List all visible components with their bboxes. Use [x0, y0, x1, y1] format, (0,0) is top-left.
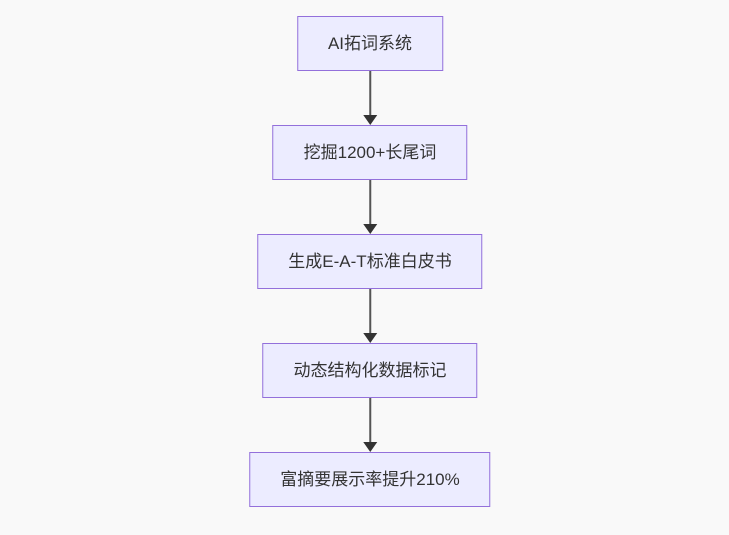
arrow-down-icon — [362, 442, 377, 452]
arrow-line — [368, 289, 371, 333]
flow-node-eat-whitepaper: 生成E-A-T标准白皮书 — [257, 234, 483, 289]
flow-node-ai-word-system: AI拓词系统 — [296, 16, 444, 71]
flowchart: AI拓词系统 挖掘1200+长尾词 生成E-A-T标准白皮书 动态结构化数据标记… — [249, 16, 491, 507]
flow-arrow-3 — [362, 289, 377, 343]
arrow-down-icon — [362, 115, 377, 125]
flow-node-rich-snippet-result: 富摘要展示率提升210% — [249, 452, 491, 507]
arrow-down-icon — [362, 224, 377, 234]
arrow-down-icon — [362, 333, 377, 343]
flow-node-structured-data: 动态结构化数据标记 — [262, 343, 478, 398]
flow-arrow-4 — [362, 398, 377, 452]
arrow-line — [368, 398, 371, 442]
arrow-line — [368, 71, 371, 115]
flow-node-longtail-mining: 挖掘1200+长尾词 — [272, 125, 468, 180]
flow-arrow-2 — [362, 180, 377, 234]
flow-arrow-1 — [362, 71, 377, 125]
arrow-line — [368, 180, 371, 224]
